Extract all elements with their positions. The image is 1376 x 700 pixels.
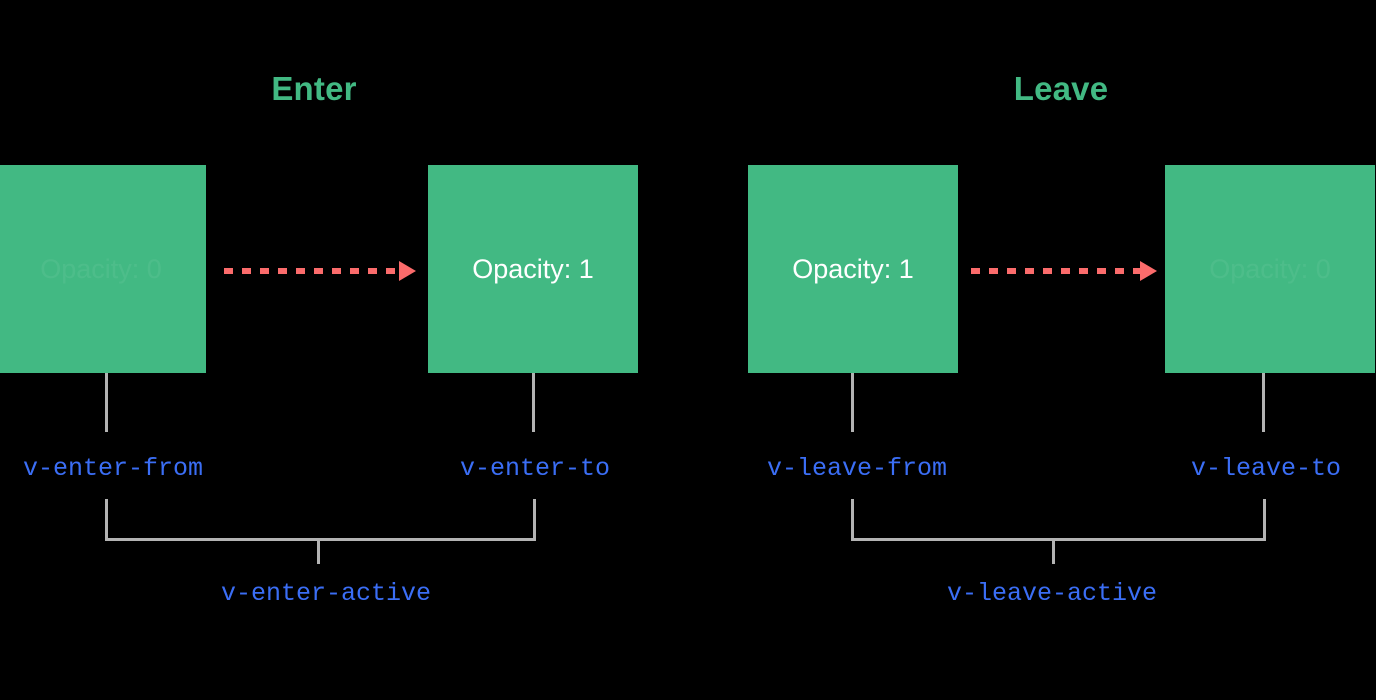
box-leave-to-label: Opacity: 0 xyxy=(1209,253,1331,284)
arrow-head xyxy=(1140,261,1157,281)
box-leave-from-label: Opacity: 1 xyxy=(792,253,914,284)
box-enter-from-label: Opacity: 0 xyxy=(40,253,162,284)
section-title-enter: Enter xyxy=(271,70,357,107)
connector-line-leave-to xyxy=(1262,373,1265,432)
connector-line-enter-from xyxy=(105,373,108,432)
box-enter-to-label: Opacity: 1 xyxy=(472,253,594,284)
hook-label-v-enter-to: v-enter-to xyxy=(459,454,611,483)
hook-label-v-leave-from: v-leave-from xyxy=(766,454,948,483)
dashed-arrow-right-icon-leave xyxy=(971,261,1157,281)
hook-label-v-leave-active: v-leave-active xyxy=(946,579,1158,608)
box-leave-to: Opacity: 0 xyxy=(1165,165,1375,373)
arrow-shaft xyxy=(971,268,1140,274)
dashed-arrow-right-icon-enter xyxy=(224,261,416,281)
bracket-stem-leave-active xyxy=(1052,538,1055,564)
connector-line-enter-to xyxy=(532,373,535,432)
bracket-enter-active xyxy=(105,499,536,541)
hook-label-v-enter-from: v-enter-from xyxy=(22,454,204,483)
arrow-shaft xyxy=(224,268,399,274)
connector-line-leave-from xyxy=(851,373,854,432)
hook-label-v-leave-to: v-leave-to xyxy=(1190,454,1342,483)
hook-label-v-enter-active: v-enter-active xyxy=(220,579,432,608)
box-leave-from: Opacity: 1 xyxy=(748,165,958,373)
box-enter-from: Opacity: 0 xyxy=(0,165,206,373)
box-enter-to: Opacity: 1 xyxy=(428,165,638,373)
bracket-leave-active xyxy=(851,499,1266,541)
bracket-stem-enter-active xyxy=(317,538,320,564)
section-title-leave: Leave xyxy=(1013,70,1109,107)
arrow-head xyxy=(399,261,416,281)
